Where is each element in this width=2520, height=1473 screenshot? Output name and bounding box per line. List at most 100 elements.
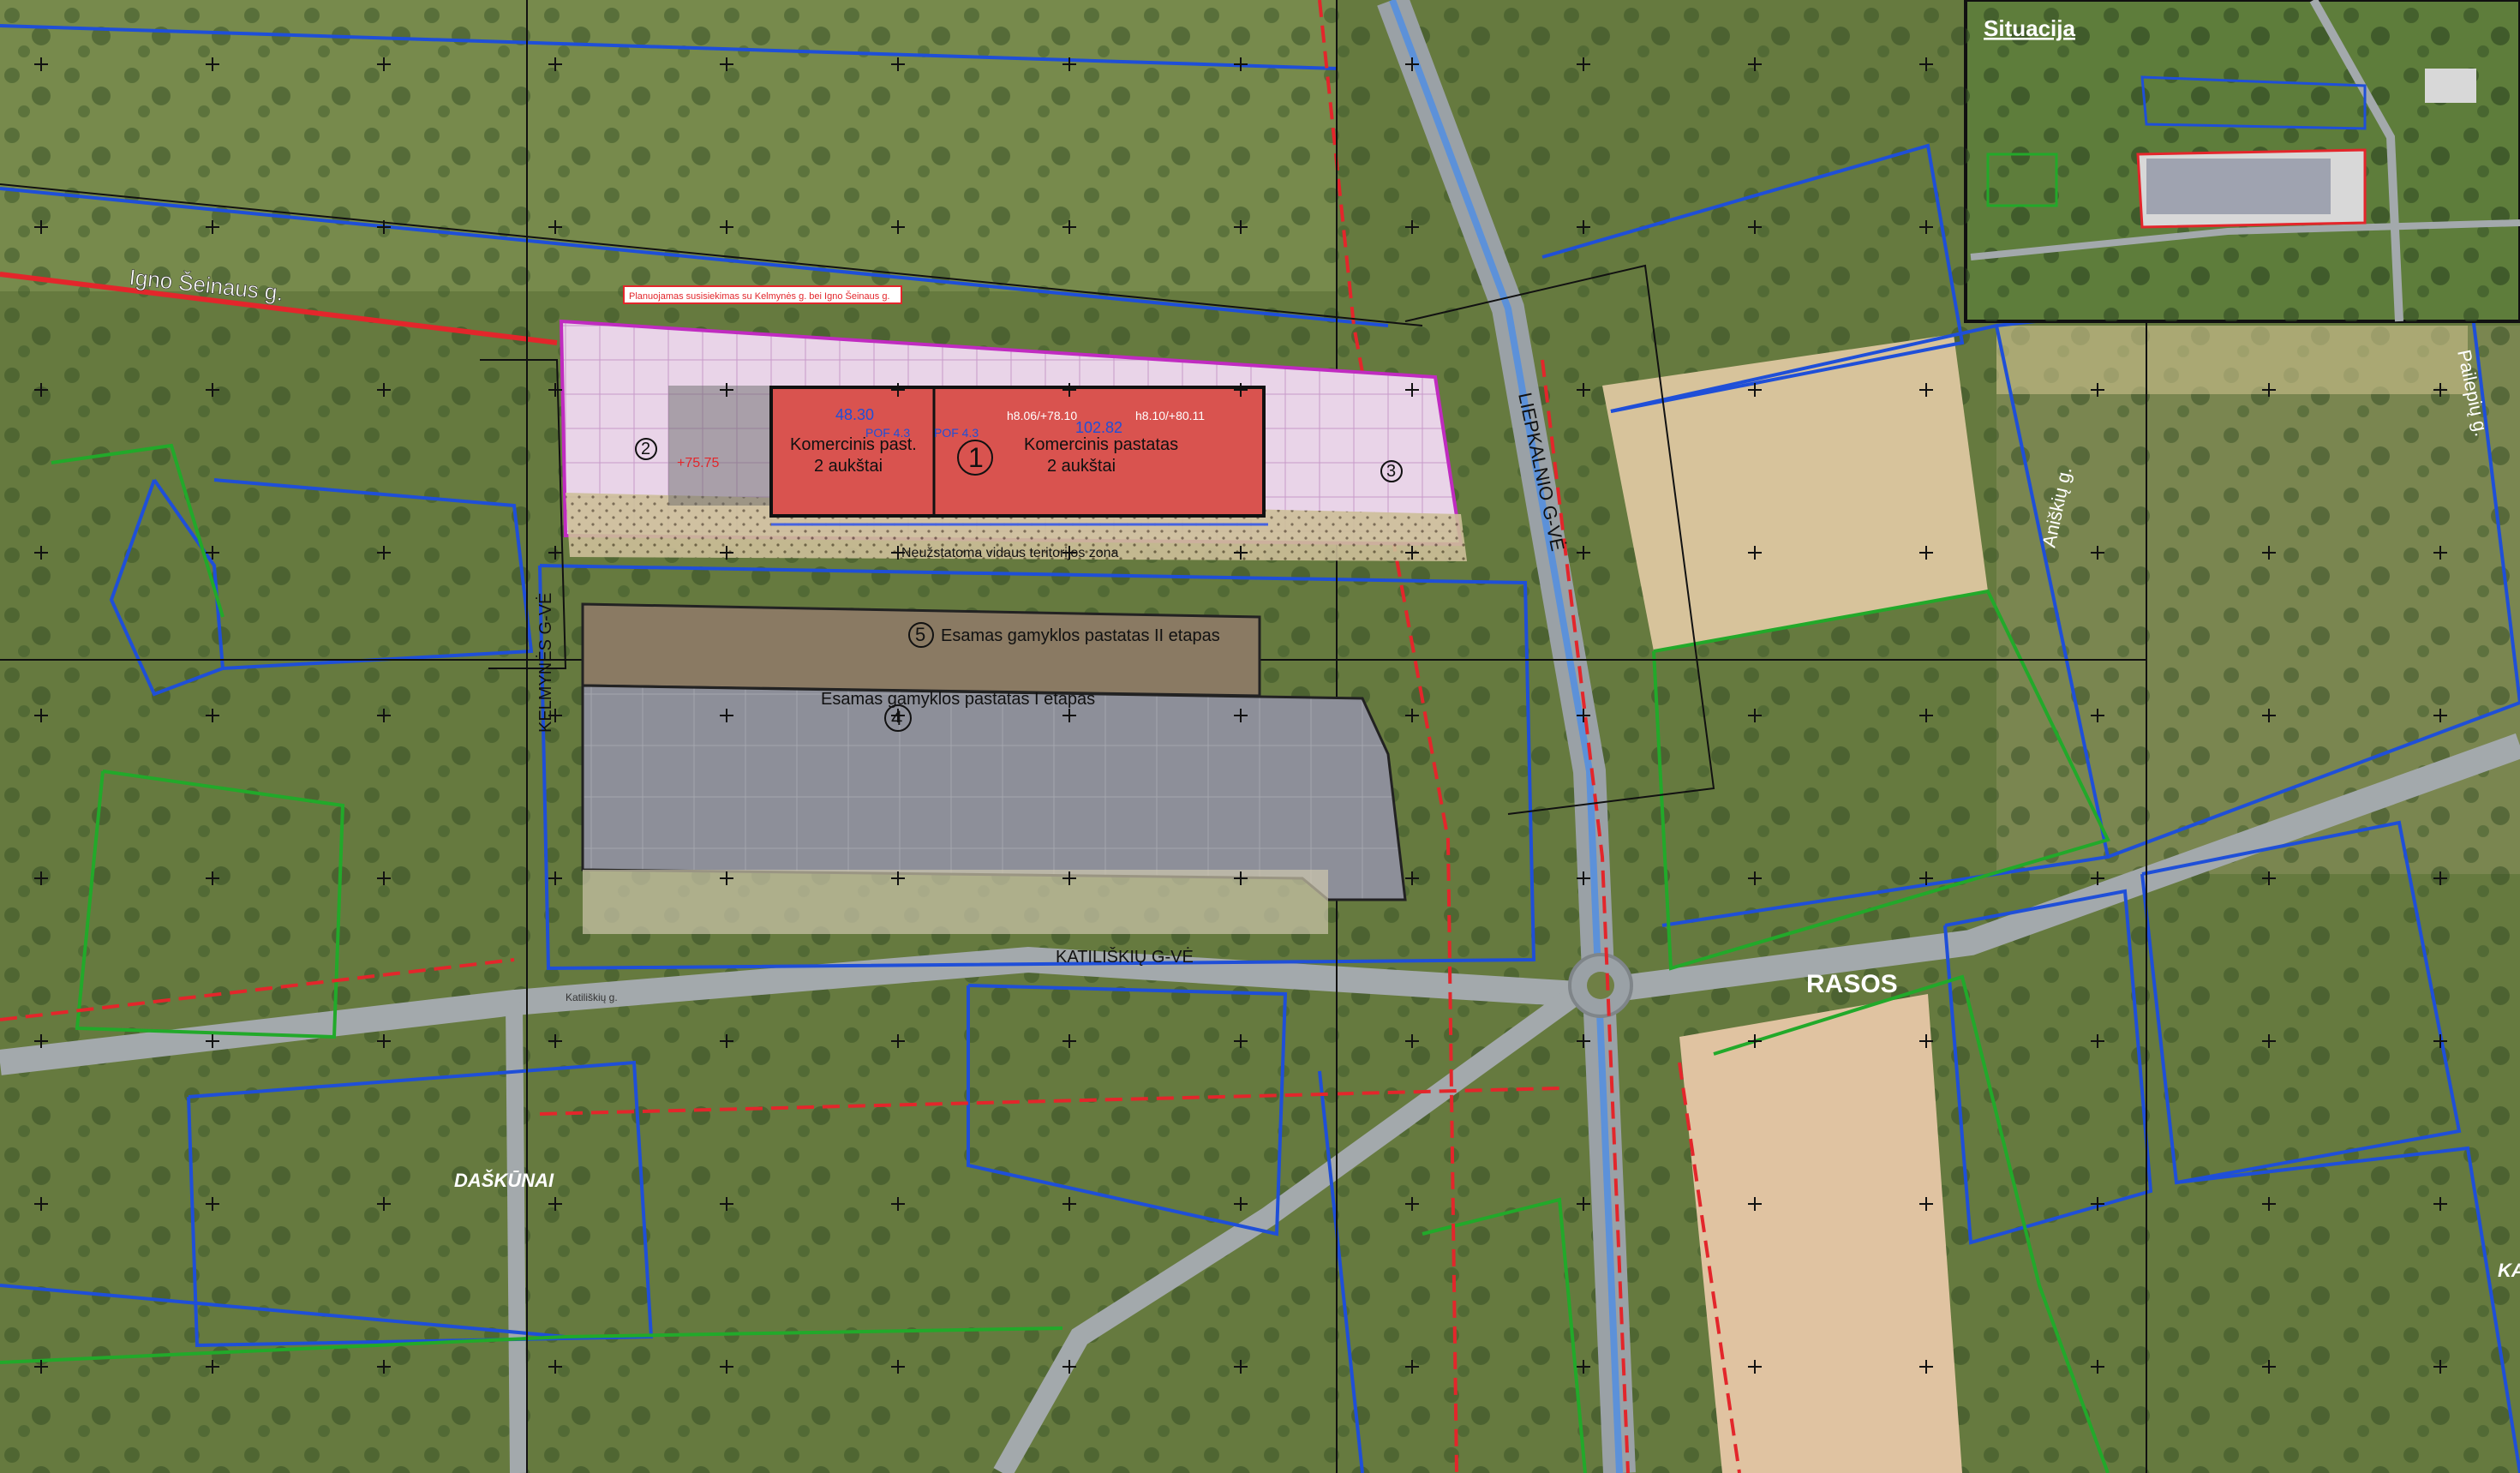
grid-cross-mark <box>1234 1197 1248 1211</box>
grid-cross-mark <box>1748 1034 1762 1048</box>
grid-cross-mark <box>548 57 562 71</box>
grid-cross-mark <box>206 1197 219 1211</box>
grid-cross-mark <box>1748 1197 1762 1211</box>
grid-cross-mark <box>2262 709 2276 722</box>
grid-cross-mark <box>2433 1034 2447 1048</box>
grid-cross-mark <box>891 1360 905 1374</box>
pof-label-1: POF 4.3 <box>865 426 910 440</box>
grid-cross-mark <box>1748 546 1762 560</box>
grid-cross-mark <box>1234 546 1248 560</box>
building-2-number-circle <box>635 438 657 460</box>
grid-cross-mark <box>1234 383 1248 397</box>
grid-cross-mark <box>2091 383 2104 397</box>
grid-cross-mark <box>1919 709 1933 722</box>
grid-cross-mark <box>206 546 219 560</box>
place-label-rasos: RASOS <box>1806 970 1898 998</box>
grid-cross-mark <box>720 1360 733 1374</box>
grid-cross-mark <box>720 220 733 234</box>
grid-cross-mark <box>1577 871 1590 885</box>
grid-cross-mark <box>1405 57 1419 71</box>
grid-cross-mark <box>206 1360 219 1374</box>
grid-cross-mark <box>548 1034 562 1048</box>
grid-cross-mark <box>891 1034 905 1048</box>
grid-cross-mark <box>891 383 905 397</box>
grid-cross-mark <box>1577 57 1590 71</box>
grid-cross-mark <box>1577 220 1590 234</box>
grid-cross-mark <box>2262 1197 2276 1211</box>
dimension-1: 48.30 <box>835 406 874 423</box>
grid-cross-mark <box>548 709 562 722</box>
grid-cross-mark <box>377 709 391 722</box>
grid-cross-mark <box>1577 383 1590 397</box>
grid-cross-mark <box>1405 220 1419 234</box>
dimension-2: 102.82 <box>1075 419 1122 436</box>
grid-cross-mark <box>1234 709 1248 722</box>
pof-label-2: POF 4.3 <box>934 426 979 440</box>
grid-cross-mark <box>720 1034 733 1048</box>
grid-cross-mark <box>1062 546 1076 560</box>
grid-cross-mark <box>34 1360 48 1374</box>
grid-cross-mark <box>2091 871 2104 885</box>
height-code-2: h8.10/+80.11 <box>1135 409 1205 422</box>
grid-cross-mark <box>206 1034 219 1048</box>
inset-situation-map[interactable] <box>1964 0 2520 323</box>
grid-cross-mark <box>2091 709 2104 722</box>
building-4-number-circle <box>884 704 912 732</box>
grid-cross-mark <box>34 383 48 397</box>
grid-cross-mark <box>2433 871 2447 885</box>
elevation-label: +75.75 <box>677 456 719 470</box>
building-3-number-circle <box>1380 460 1403 482</box>
place-label-daskunai: DAŠKŪNAI <box>454 1170 554 1191</box>
grid-cross-mark <box>548 1360 562 1374</box>
grid-cross-mark <box>1405 546 1419 560</box>
grid-cross-mark <box>1919 57 1933 71</box>
building-2-number: 2 <box>641 440 650 458</box>
place-label-ka: KA <box>2498 1260 2520 1281</box>
grid-cross-mark <box>1234 1360 1248 1374</box>
grid-cross-mark <box>1062 1197 1076 1211</box>
grid-cross-mark <box>1062 871 1076 885</box>
zone-label: Neužstatoma vidaus teritorijos zona <box>901 546 1119 560</box>
grid-cross-mark <box>720 546 733 560</box>
grid-cross-mark <box>34 220 48 234</box>
grid-cross-mark <box>1919 1197 1933 1211</box>
grid-cross-mark <box>377 871 391 885</box>
street-label-katiliskiu-small: Katiliškių g. <box>566 991 618 1003</box>
grid-cross-mark <box>1234 871 1248 885</box>
grid-cross-mark <box>2433 1197 2447 1211</box>
grid-cross-mark <box>1405 709 1419 722</box>
grid-cross-mark <box>1405 383 1419 397</box>
grid-cross-mark <box>34 1034 48 1048</box>
grid-cross-mark <box>891 220 905 234</box>
grid-cross-mark <box>720 709 733 722</box>
grid-cross-mark <box>2433 709 2447 722</box>
grid-cross-mark <box>1577 546 1590 560</box>
grid-cross-mark <box>34 546 48 560</box>
grid-cross-mark <box>377 220 391 234</box>
street-label-katiliskiu: KATILIŠKIŲ G-VĖ <box>1056 947 1194 967</box>
grid-cross-mark <box>1919 871 1933 885</box>
grid-cross-mark <box>548 220 562 234</box>
grid-cross-mark <box>1577 1034 1590 1048</box>
building-5-number-circle <box>908 622 934 648</box>
height-code-1: h8.06/+78.10 <box>1007 409 1077 422</box>
factory-building-stage-1 <box>581 684 1407 901</box>
inset-title: Situacija <box>1984 15 2075 41</box>
building-4-number: 4 <box>891 707 902 730</box>
grid-cross-mark <box>1405 1360 1419 1374</box>
building-1-line2: 2 aukštai <box>1047 457 1116 476</box>
grid-cross-mark <box>1062 1360 1076 1374</box>
grid-cross-mark <box>2262 1034 2276 1048</box>
grid-cross-mark <box>1062 1034 1076 1048</box>
grid-cross-mark <box>1062 709 1076 722</box>
building-5-number: 5 <box>915 624 925 645</box>
grid-cross-mark <box>720 1197 733 1211</box>
grid-cross-mark <box>2091 1360 2104 1374</box>
building-4-label: Esamas gamyklos pastatas I etapas <box>821 690 1095 709</box>
grid-cross-mark <box>891 1197 905 1211</box>
grid-cross-mark <box>34 709 48 722</box>
grid-cross-mark <box>1405 1197 1419 1211</box>
grid-cross-mark <box>1919 1034 1933 1048</box>
building-3-number: 3 <box>1386 462 1396 481</box>
